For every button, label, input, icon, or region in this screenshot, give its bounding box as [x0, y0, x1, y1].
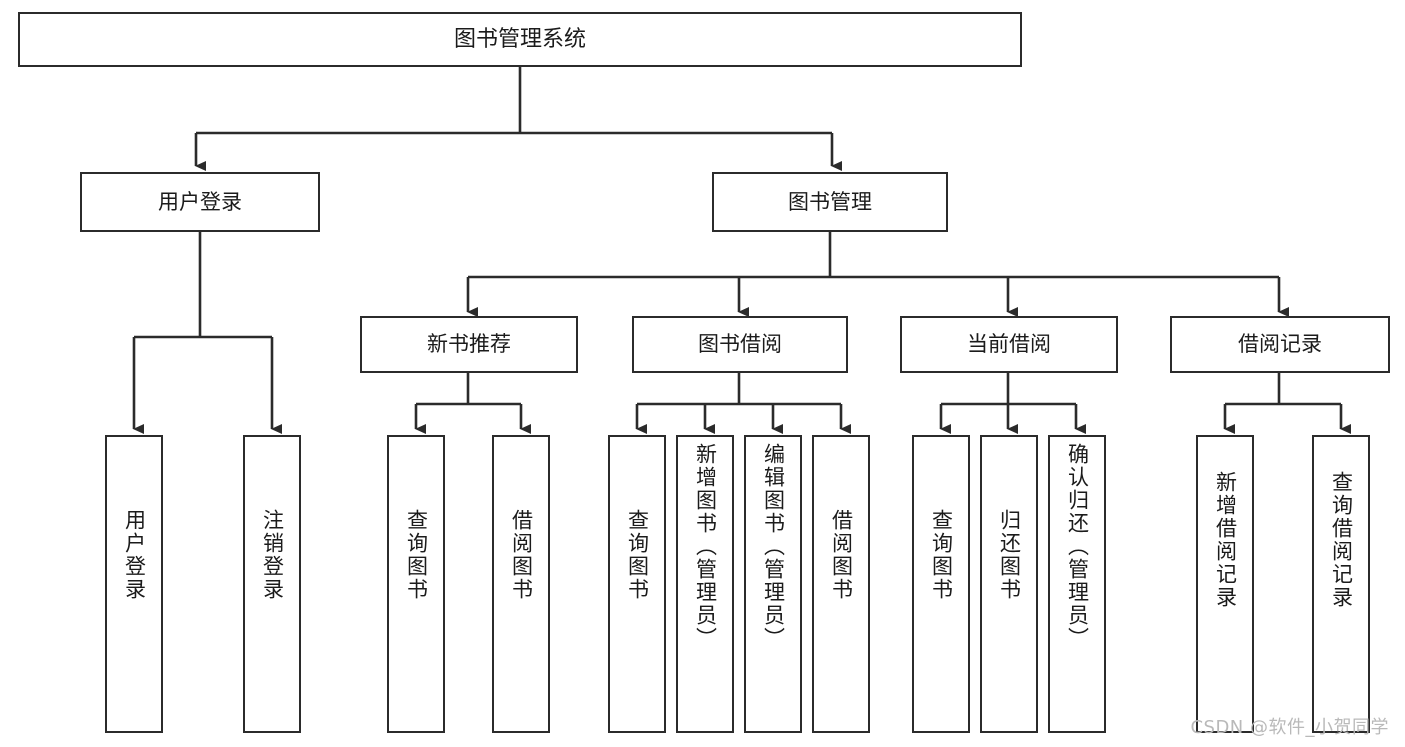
leaf-borrow-record-add-label: 新增借阅记录 [1213, 471, 1238, 609]
node-book-borrow-label: 图书借阅 [698, 332, 782, 357]
leaf-book-borrow-borrow-label: 借阅图书 [829, 509, 854, 601]
node-book-management[interactable]: 图书管理 [712, 172, 948, 232]
leaf-borrow-record-query-label: 查询借阅记录 [1329, 471, 1354, 609]
leaf-book-borrow-edit[interactable]: 编辑图书（管理员） [744, 435, 802, 733]
watermark: CSDN @软件_小贺同学 [1190, 717, 1389, 738]
node-borrow-record[interactable]: 借阅记录 [1170, 316, 1390, 373]
leaf-new-book-query[interactable]: 查询图书 [387, 435, 445, 733]
node-root[interactable]: 图书管理系统 [18, 12, 1022, 67]
node-borrow-record-label: 借阅记录 [1238, 332, 1322, 357]
leaf-user-login-login-label: 用户登录 [122, 509, 147, 601]
leaf-book-borrow-edit-label: 编辑图书（管理员） [761, 443, 786, 650]
node-user-login-label: 用户登录 [158, 189, 242, 214]
node-book-borrow[interactable]: 图书借阅 [632, 316, 848, 373]
leaf-book-borrow-add[interactable]: 新增图书（管理员） [676, 435, 734, 733]
node-user-login[interactable]: 用户登录 [80, 172, 320, 232]
leaf-borrow-record-query[interactable]: 查询借阅记录 [1312, 435, 1370, 733]
leaf-current-borrow-return[interactable]: 归还图书 [980, 435, 1038, 733]
node-new-book-recommend[interactable]: 新书推荐 [360, 316, 578, 373]
node-book-management-label: 图书管理 [788, 189, 872, 214]
leaf-current-borrow-query[interactable]: 查询图书 [912, 435, 970, 733]
leaf-user-login-logout[interactable]: 注销登录 [243, 435, 301, 733]
leaf-book-borrow-borrow[interactable]: 借阅图书 [812, 435, 870, 733]
node-root-label: 图书管理系统 [453, 26, 586, 52]
leaf-new-book-query-label: 查询图书 [404, 509, 429, 601]
leaf-current-borrow-return-label: 归还图书 [997, 509, 1022, 601]
leaf-book-borrow-query-label: 查询图书 [625, 509, 650, 601]
leaf-current-borrow-confirm[interactable]: 确认归还（管理员） [1048, 435, 1106, 733]
node-current-borrow[interactable]: 当前借阅 [900, 316, 1118, 373]
node-new-book-recommend-label: 新书推荐 [427, 332, 511, 357]
leaf-current-borrow-confirm-label: 确认归还（管理员） [1065, 443, 1090, 650]
leaf-current-borrow-query-label: 查询图书 [929, 509, 954, 601]
leaf-book-borrow-add-label: 新增图书（管理员） [693, 443, 718, 650]
leaf-book-borrow-query[interactable]: 查询图书 [608, 435, 666, 733]
leaf-user-login-logout-label: 注销登录 [260, 509, 285, 601]
leaf-borrow-record-add[interactable]: 新增借阅记录 [1196, 435, 1254, 733]
leaf-new-book-borrow-label: 借阅图书 [509, 509, 534, 601]
leaf-new-book-borrow[interactable]: 借阅图书 [492, 435, 550, 733]
leaf-user-login-login[interactable]: 用户登录 [105, 435, 163, 733]
node-current-borrow-label: 当前借阅 [967, 332, 1051, 357]
